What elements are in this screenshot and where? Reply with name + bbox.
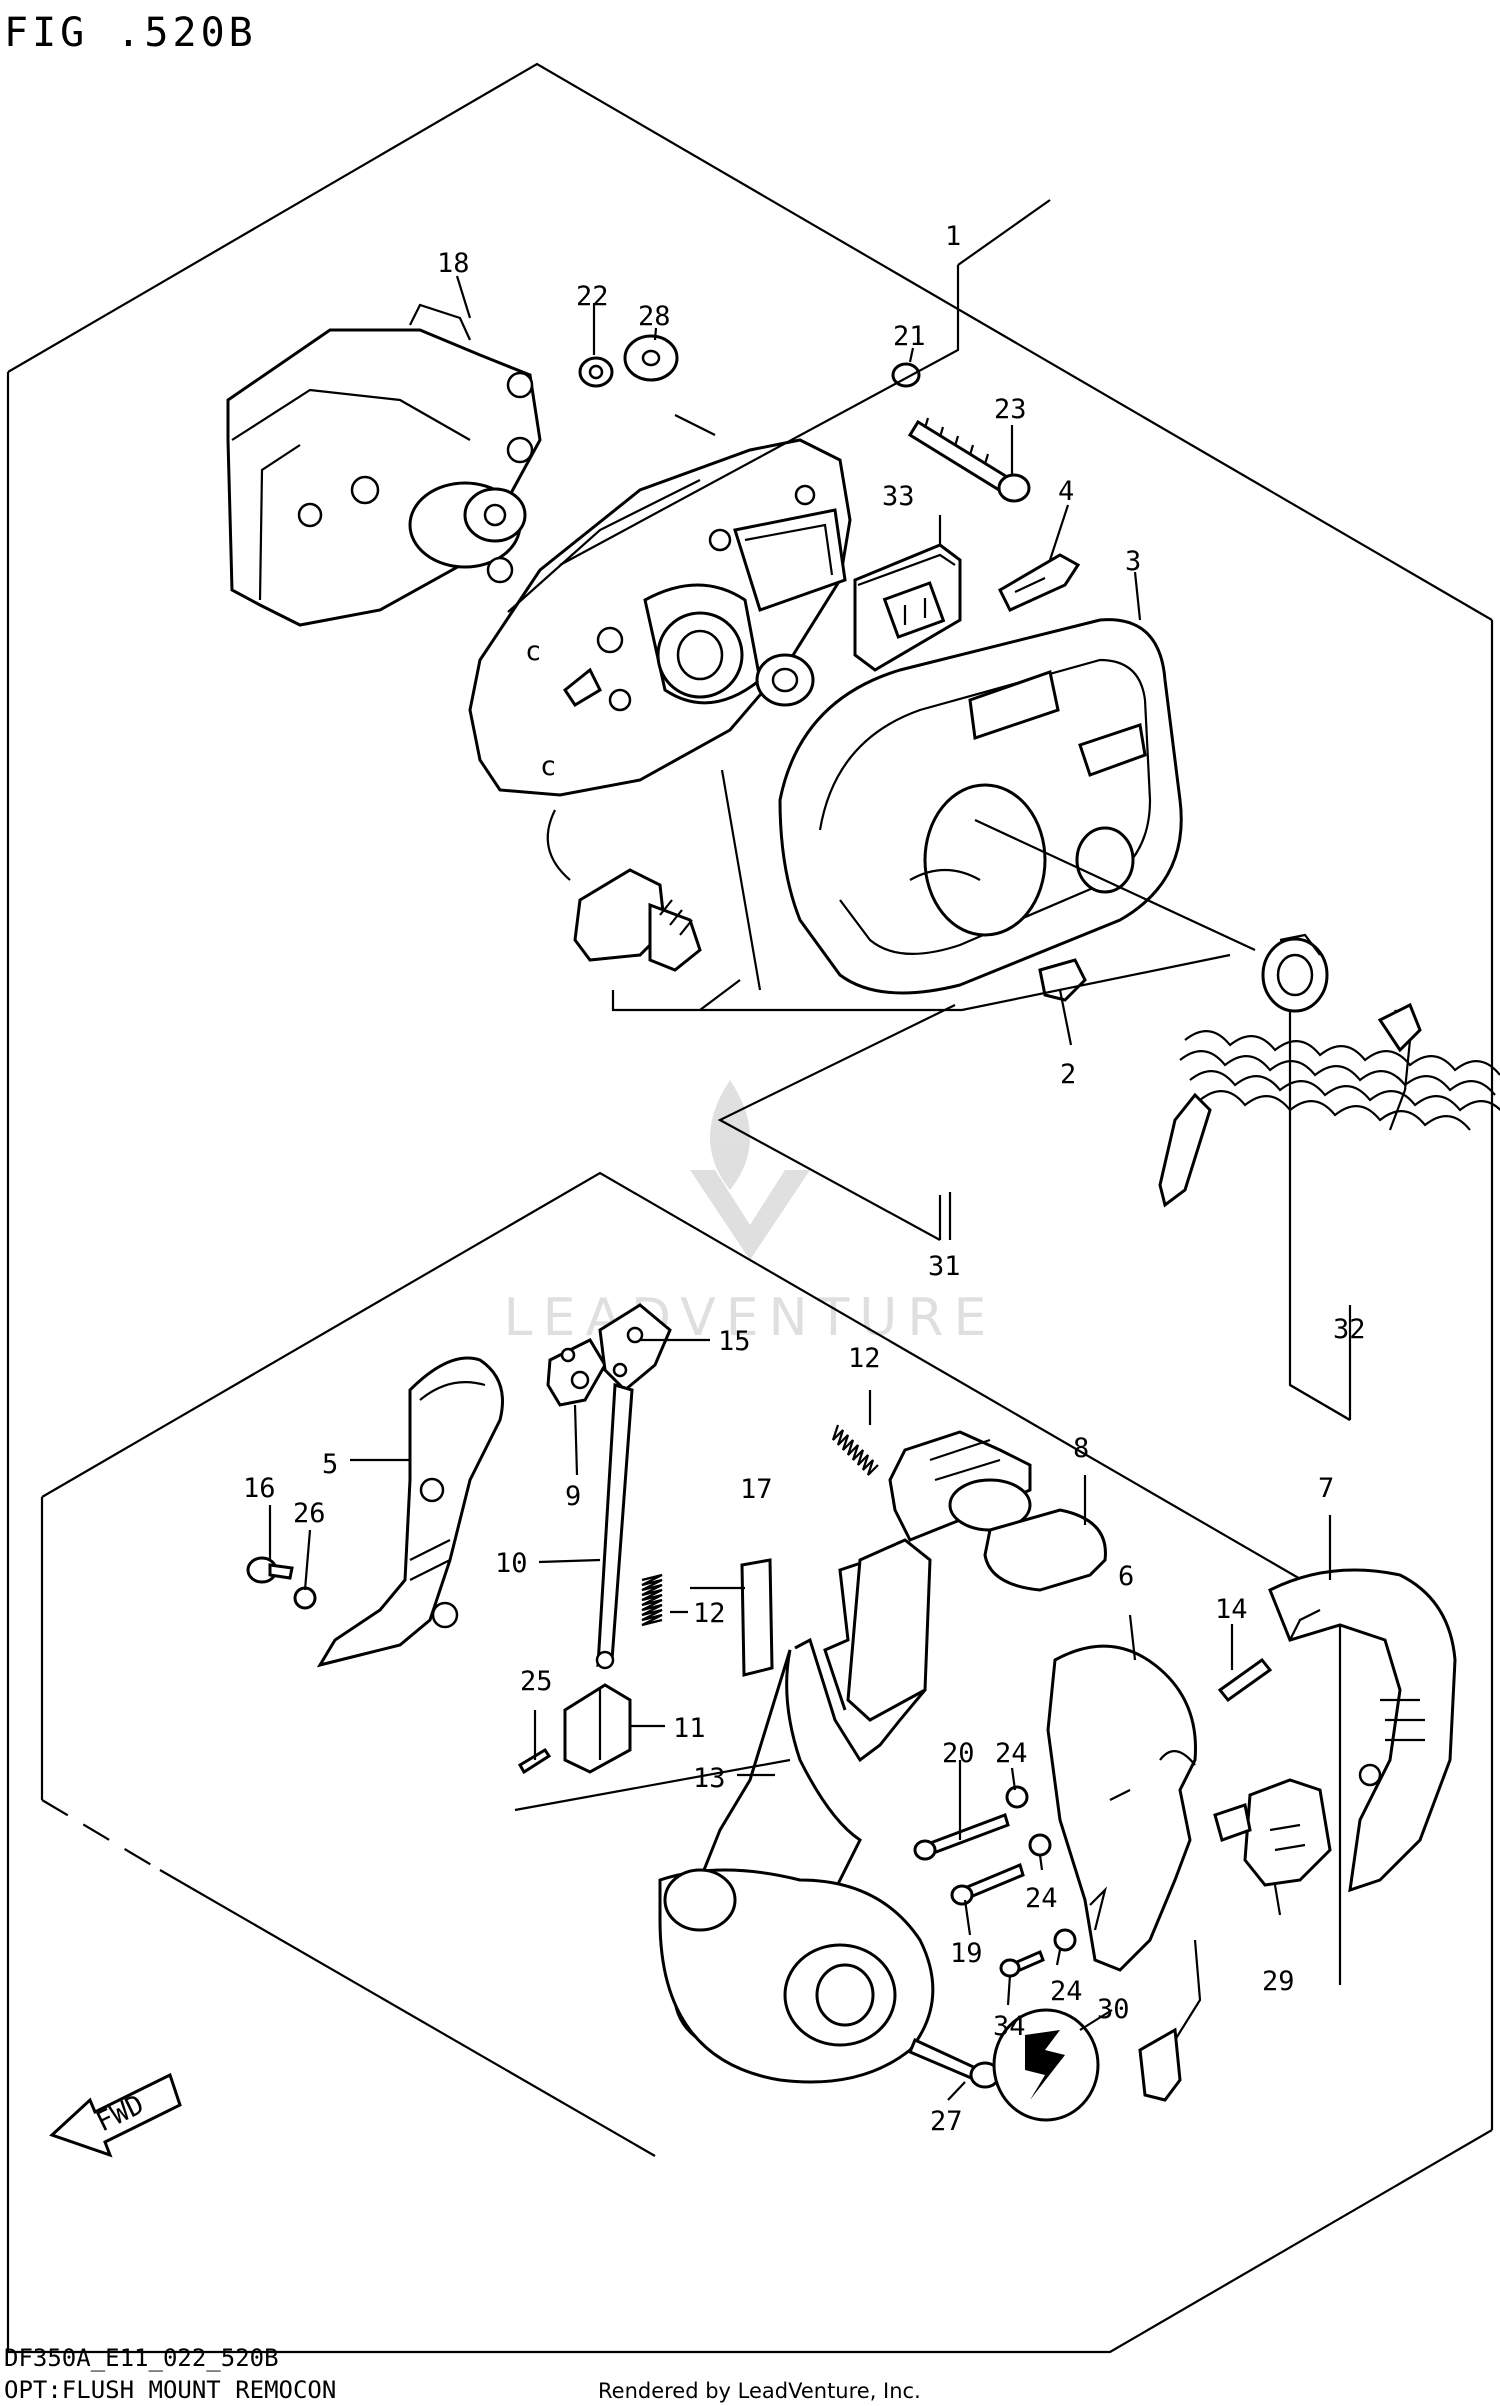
callout-24-a: 24 — [995, 1738, 1028, 1769]
callout-30: 30 — [1097, 1994, 1130, 2025]
callout-12-lower: 12 — [693, 1598, 726, 1629]
part-6-grip — [1046, 1644, 1197, 1972]
callout-11: 11 — [673, 1713, 706, 1744]
part-22-nut — [578, 356, 614, 388]
callout-1: 1 — [945, 221, 961, 252]
callout-8: 8 — [1073, 1433, 1089, 1464]
callout-10: 10 — [495, 1548, 528, 1579]
callout-32: 32 — [1333, 1314, 1366, 1345]
callout-28: 28 — [638, 301, 671, 332]
figure-title: FIG .520B — [4, 10, 257, 56]
part-11-block — [563, 1683, 632, 1774]
part-24-washer-a — [1005, 1785, 1029, 1809]
callout-7: 7 — [1318, 1473, 1334, 1504]
callout-29: 29 — [1262, 1966, 1295, 1997]
watermark-text: LEADVENTURE — [504, 1288, 997, 1348]
part-25-pin — [517, 1747, 552, 1775]
callout-22: 22 — [576, 281, 609, 312]
fwd-arrow-icon: FWD — [49, 2072, 182, 2158]
part-26-washer — [293, 1586, 317, 1610]
callout-20: 20 — [942, 1738, 975, 1769]
callout-15: 15 — [718, 1326, 751, 1357]
part-19-screw — [950, 1862, 1025, 1906]
svg-text:c: c — [540, 751, 556, 782]
part-34-screw — [999, 1949, 1045, 1978]
lower-assembly-outline — [40, 1171, 1342, 2157]
part-23-screw — [907, 417, 1031, 503]
part-10-rod — [595, 1383, 634, 1670]
part-18-switch-assembly — [226, 303, 542, 627]
callout-19: 19 — [950, 1938, 983, 1969]
callout-9: 9 — [565, 1481, 581, 1512]
callout-5: 5 — [322, 1449, 338, 1480]
part-12-spring-lower — [641, 1573, 663, 1627]
callout-labels: 1 2 3 4 5 6 7 8 9 10 11 12 12 13 14 15 1… — [243, 221, 1366, 2137]
callout-16: 16 — [243, 1473, 276, 1504]
part-32-lanyard — [1158, 1002, 1500, 1208]
part-28-washer — [623, 334, 679, 382]
leader-lines — [611, 819, 1352, 1421]
callout-14: 14 — [1215, 1594, 1248, 1625]
stop-switch-body — [573, 868, 702, 972]
part-13-arm — [658, 1538, 935, 2084]
part-14-pin — [1217, 1657, 1273, 1703]
part-8-pad — [983, 1508, 1107, 1592]
part-9-link — [546, 1338, 607, 1407]
part-12-spring-upper — [831, 1424, 879, 1476]
figure-code: DF350A_E11_022_520B — [4, 2344, 279, 2372]
callout-leaders — [268, 199, 1332, 2101]
part-15-plate — [598, 1303, 672, 1393]
part-3-cover — [778, 618, 1183, 995]
part-17-plate — [740, 1558, 774, 1677]
part-2-cap — [1038, 958, 1087, 1002]
callout-24-b: 24 — [1025, 1883, 1058, 1914]
trim-switch-wire — [1138, 1939, 1202, 2102]
part-29-trim-switch — [1213, 1778, 1332, 1887]
upper-assembly-outline — [6, 62, 1494, 2354]
part-24-washer-c — [1053, 1928, 1077, 1952]
callout-25: 25 — [520, 1666, 553, 1697]
part-20-screw — [913, 1813, 1010, 1861]
part-7-cover — [1268, 1568, 1457, 1893]
callout-13: 13 — [693, 1763, 726, 1794]
callout-24-c: 24 — [1050, 1976, 1083, 2007]
callout-23: 23 — [994, 394, 1027, 425]
detent-bracket — [888, 1430, 1032, 1542]
svg-text:c: c — [525, 636, 541, 667]
callout-12-upper: 12 — [848, 1343, 881, 1374]
callout-18: 18 — [437, 248, 470, 279]
callout-4: 4 — [1058, 476, 1074, 507]
part-27-screw — [908, 2037, 1001, 2089]
watermark: LEADVENTURE — [504, 1080, 997, 1348]
figure-caption: OPT:FLUSH MOUNT REMOCON — [4, 2376, 336, 2404]
part-31-ring — [1261, 933, 1329, 1013]
part-5-handle — [316, 1356, 504, 1668]
part-4-insert — [998, 553, 1081, 612]
callout-33: 33 — [882, 481, 915, 512]
callout-3: 3 — [1125, 546, 1141, 577]
callout-26: 26 — [293, 1498, 326, 1529]
figure-credit: Rendered by LeadVenture, Inc. — [598, 2379, 921, 2403]
callout-2: 2 — [1060, 1059, 1076, 1090]
bracket-plate: c c — [468, 438, 852, 991]
callout-21: 21 — [893, 321, 926, 352]
part-16-bolt — [246, 1556, 294, 1584]
callout-34: 34 — [993, 2011, 1026, 2042]
part-24-washer-b — [1028, 1833, 1052, 1857]
callout-6: 6 — [1118, 1561, 1134, 1592]
callout-27: 27 — [930, 2106, 963, 2137]
part-33-switch — [853, 543, 962, 672]
callout-17: 17 — [740, 1474, 773, 1505]
callout-31: 31 — [928, 1251, 961, 1282]
part-30-emblem — [992, 2008, 1100, 2122]
